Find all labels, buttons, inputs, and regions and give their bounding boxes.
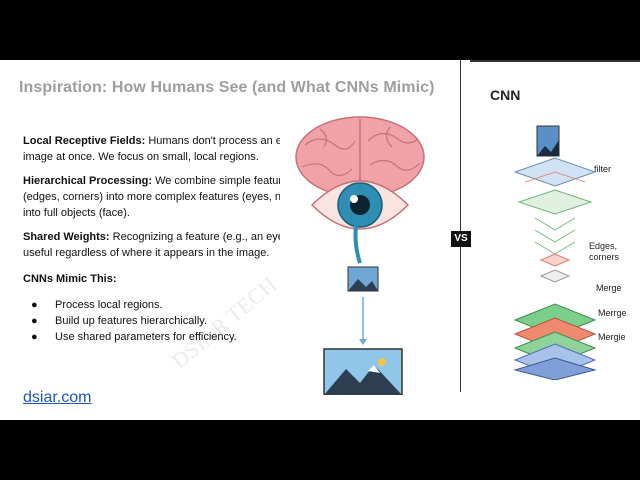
merge-label-3: Mergie — [598, 332, 626, 342]
list-item: ●Process local regions. — [31, 299, 163, 311]
section-shared-weights: Shared Weights: Recognizing a feature (e… — [23, 231, 280, 259]
input-image-icon — [536, 125, 560, 157]
merge-label-1: Merge — [596, 283, 622, 293]
brain-icon — [295, 116, 425, 198]
website-link[interactable]: dsiar.com — [23, 389, 92, 406]
mimic-title: CNNs Mimic This: — [23, 273, 117, 285]
section-hierarchical: Hierarchical Processing: We combine simp… — [23, 175, 280, 219]
text-column: Local Receptive Fields: Humans don't pro… — [23, 133, 280, 373]
list-item: ●Use shared parameters for efficiency. — [31, 331, 237, 343]
cnn-heading: CNN — [490, 87, 521, 103]
slide-title: Inspiration: How Humans See (and What CN… — [19, 79, 435, 96]
conv-layer — [517, 189, 593, 215]
connection-lines — [534, 217, 576, 255]
slide: Inspiration: How Humans See (and What CN… — [0, 60, 640, 420]
merge-label-2: Merrge — [598, 308, 627, 318]
edges-layer — [539, 253, 571, 267]
brain-eye-illustration — [295, 116, 425, 395]
mimic-bullets: ●Process local regions. ●Build up featur… — [23, 297, 280, 345]
arrow-down-icon — [359, 339, 367, 345]
top-rule — [470, 60, 640, 62]
edges-label: Edges, — [589, 241, 618, 251]
eye-icon — [310, 180, 410, 264]
cnn-diagram — [513, 125, 597, 380]
corners-label: corners — [589, 252, 620, 262]
list-item: ●Build up features hierarchically. — [31, 315, 208, 327]
vs-badge: VS — [451, 231, 471, 247]
landscape-image-icon — [323, 348, 403, 395]
output-layer — [513, 357, 597, 380]
section-local-receptive: Local Receptive Fields: Humans don't pro… — [23, 135, 280, 163]
small-image-icon — [347, 266, 379, 292]
filter-label: filter — [594, 164, 612, 174]
vertical-divider — [460, 60, 461, 392]
